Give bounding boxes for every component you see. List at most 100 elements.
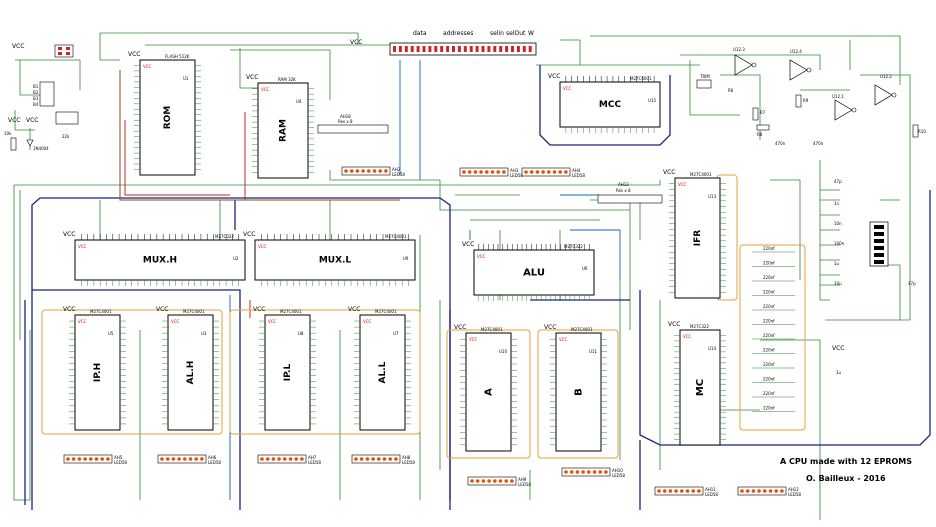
svg-text:B3: B3 bbox=[33, 96, 39, 101]
led-dot bbox=[524, 170, 528, 174]
led-ref: AH7 bbox=[308, 455, 317, 460]
led-part: LED58 bbox=[612, 473, 625, 478]
chip-part: RAM 32K bbox=[278, 77, 296, 82]
chip-body bbox=[254, 239, 416, 281]
header-pin bbox=[528, 46, 532, 52]
cap-value: 220nf bbox=[763, 406, 775, 411]
svg-text:47p: 47p bbox=[908, 281, 916, 286]
chip-body bbox=[257, 82, 309, 179]
led-dot bbox=[171, 457, 176, 461]
led-dot bbox=[200, 457, 204, 461]
chip-body bbox=[74, 314, 121, 431]
svg-text:R6: R6 bbox=[728, 88, 734, 93]
led-dot bbox=[535, 170, 540, 174]
svg-text:U12.3: U12.3 bbox=[733, 47, 745, 52]
led-ref: AH9 bbox=[518, 477, 527, 482]
header-pin bbox=[511, 46, 514, 52]
header-pin bbox=[440, 46, 444, 52]
led-dot bbox=[502, 170, 506, 174]
chip-vcc-supply: VCC bbox=[63, 231, 75, 238]
dip-toggle bbox=[874, 260, 884, 264]
led-dot bbox=[377, 457, 381, 461]
chip-name: A bbox=[484, 388, 495, 396]
header-pin bbox=[422, 46, 426, 52]
cap-value: 220nf bbox=[763, 333, 775, 338]
chip-ref: U6 bbox=[582, 266, 588, 271]
chip-name: IFR bbox=[693, 230, 703, 246]
led-part: LED58 bbox=[308, 460, 321, 465]
chip-vcc-pin-label: VCC bbox=[261, 87, 270, 92]
led-dot bbox=[592, 470, 597, 474]
chip-ref: U5 bbox=[108, 331, 114, 336]
svg-text:TRIM: TRIM bbox=[699, 74, 710, 79]
chip-ref: U15 bbox=[648, 98, 656, 103]
header-pin bbox=[434, 46, 438, 52]
svg-text:U12.1: U12.1 bbox=[832, 94, 844, 99]
dip-toggle bbox=[874, 253, 884, 257]
vcc-label-topleft: VCC bbox=[12, 43, 24, 50]
led-bar-body bbox=[257, 454, 307, 464]
led-part: LED58 bbox=[208, 460, 221, 465]
led-dot bbox=[496, 170, 501, 174]
chip-ref: U9 bbox=[403, 256, 409, 261]
led-dot bbox=[541, 170, 545, 174]
chip-vcc-pin-label: VCC bbox=[559, 337, 568, 342]
led-dot bbox=[697, 489, 701, 493]
svg-text:470n: 470n bbox=[775, 141, 786, 146]
led-dot bbox=[355, 169, 360, 173]
led-dot bbox=[587, 470, 591, 474]
chip-name: MUX.L bbox=[319, 256, 352, 266]
orange-outlines bbox=[41, 174, 806, 459]
led-ref: AH5 bbox=[114, 455, 123, 460]
chip-ref: U11 bbox=[589, 349, 597, 354]
header-pin bbox=[463, 46, 467, 52]
led-dot bbox=[475, 479, 480, 483]
chip-part: M27C4001 bbox=[690, 172, 712, 177]
led-dot bbox=[768, 489, 773, 493]
led-dot bbox=[367, 169, 371, 173]
svg-text:AH18: AH18 bbox=[340, 114, 351, 119]
title-line-2: O. Bailleux - 2016 bbox=[806, 474, 886, 483]
led-dot bbox=[473, 170, 478, 174]
led-bar-body bbox=[521, 167, 571, 177]
header-pin bbox=[410, 46, 414, 52]
led-dot bbox=[288, 457, 293, 461]
led-dot bbox=[384, 169, 388, 173]
chip-vcc-pin-label: VCC bbox=[171, 319, 180, 324]
led-dot bbox=[300, 457, 304, 461]
cap-ladder: 47p 1n 10n 100n 1u 10u 47p VCC 1u bbox=[832, 179, 916, 375]
chip-vcc-supply: VCC bbox=[63, 306, 75, 313]
svg-text:1N4004: 1N4004 bbox=[33, 146, 49, 151]
chip-part: M27C4001 bbox=[630, 76, 652, 81]
resnet-ah18: AH18 Res x 8 bbox=[317, 114, 389, 134]
dip-toggle bbox=[874, 225, 884, 229]
led-dot bbox=[349, 169, 354, 173]
header-pin bbox=[499, 46, 503, 52]
red-wires bbox=[119, 70, 400, 318]
header-label-w: W bbox=[528, 30, 534, 37]
decoupling-caps: 220nf220nf220nf220nf220nf220nf220nf220nf… bbox=[752, 246, 795, 412]
led-dot bbox=[498, 479, 503, 483]
svg-text:AH13: AH13 bbox=[618, 182, 629, 187]
led-dot bbox=[751, 489, 756, 493]
led-dot bbox=[83, 457, 87, 461]
svg-text:B1: B1 bbox=[33, 84, 39, 89]
led-dot bbox=[510, 479, 514, 483]
chip-part: M27C4001 bbox=[90, 309, 112, 314]
led-dot bbox=[94, 457, 99, 461]
chip-part: M27C4001 bbox=[375, 309, 397, 314]
led-dot bbox=[100, 457, 104, 461]
chip-part: M27C4001 bbox=[571, 327, 593, 332]
chip-name: AL.H bbox=[186, 361, 196, 385]
title-line-1: A CPU made with 12 EPROMS bbox=[780, 457, 912, 466]
header-pin bbox=[428, 46, 432, 52]
led-dot bbox=[277, 457, 281, 461]
